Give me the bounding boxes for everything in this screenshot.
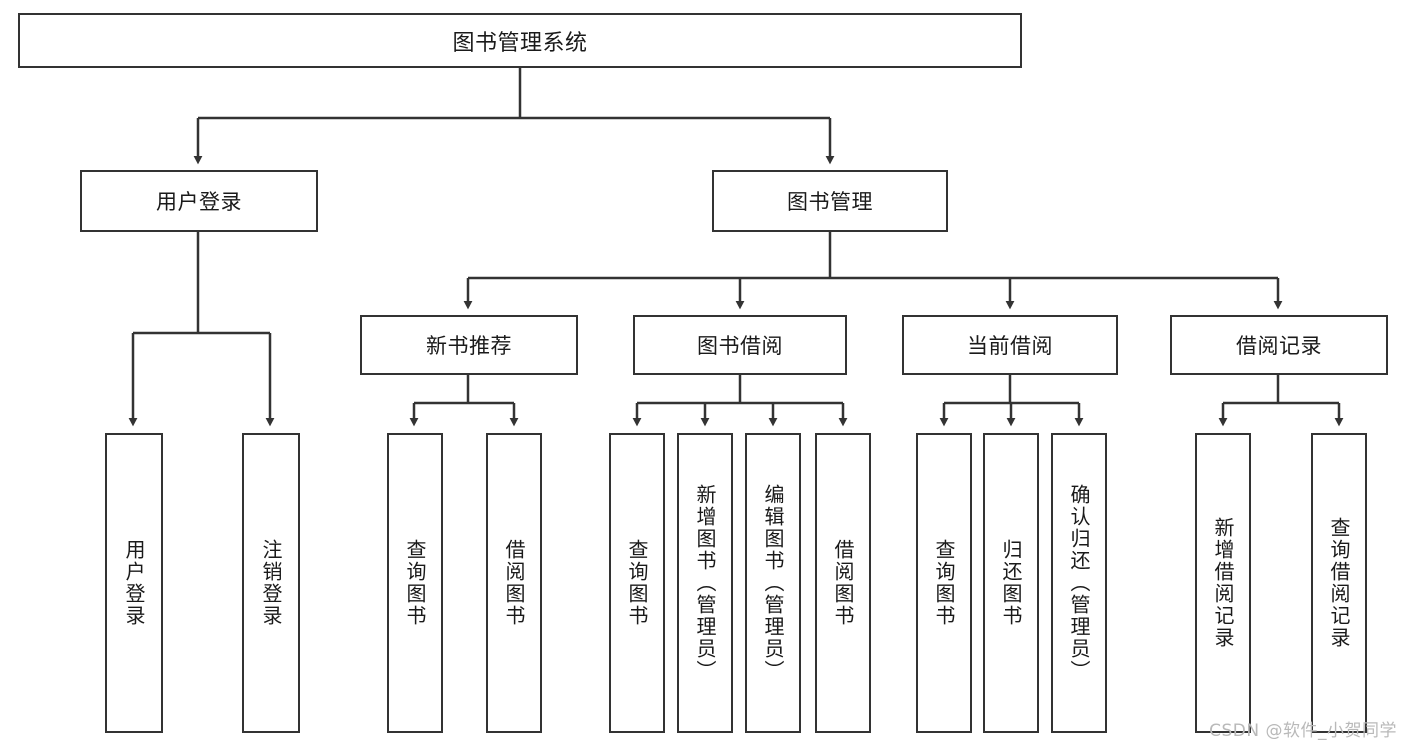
leaf-label: 归还图书 bbox=[999, 539, 1023, 627]
leaf-book-borrow-add[interactable]: 新增图书（管理员） bbox=[677, 433, 733, 733]
leaf-borrow-record-add[interactable]: 新增借阅记录 bbox=[1195, 433, 1251, 733]
leaf-current-borrow-confirm-return[interactable]: 确认归还（管理员） bbox=[1051, 433, 1107, 733]
leaf-label: 新增借阅记录 bbox=[1211, 517, 1235, 649]
node-current-borrow[interactable]: 当前借阅 bbox=[902, 315, 1118, 375]
node-new-book-recommend[interactable]: 新书推荐 bbox=[360, 315, 578, 375]
leaf-label: 查询图书 bbox=[403, 539, 427, 627]
leaf-label: 用户登录 bbox=[122, 539, 146, 627]
node-book-management[interactable]: 图书管理 bbox=[712, 170, 948, 232]
leaf-book-borrow-edit[interactable]: 编辑图书（管理员） bbox=[745, 433, 801, 733]
leaf-label: 新增图书（管理员） bbox=[693, 484, 717, 682]
node-borrow-record[interactable]: 借阅记录 bbox=[1170, 315, 1388, 375]
leaf-label: 编辑图书（管理员） bbox=[761, 484, 785, 682]
leaf-user-login-logout[interactable]: 注销登录 bbox=[242, 433, 300, 733]
leaf-label: 查询借阅记录 bbox=[1327, 517, 1351, 649]
node-user-login[interactable]: 用户登录 bbox=[80, 170, 318, 232]
leaf-current-borrow-query[interactable]: 查询图书 bbox=[916, 433, 972, 733]
leaf-label: 确认归还（管理员） bbox=[1067, 484, 1091, 682]
leaf-user-login-login[interactable]: 用户登录 bbox=[105, 433, 163, 733]
leaf-book-borrow-query[interactable]: 查询图书 bbox=[609, 433, 665, 733]
leaf-borrow-record-query[interactable]: 查询借阅记录 bbox=[1311, 433, 1367, 733]
watermark-text: CSDN @软件_小贺同学 bbox=[1209, 721, 1397, 741]
leaf-label: 借阅图书 bbox=[502, 539, 526, 627]
leaf-label: 查询图书 bbox=[625, 539, 649, 627]
leaf-new-book-query[interactable]: 查询图书 bbox=[387, 433, 443, 733]
leaf-book-borrow-borrow[interactable]: 借阅图书 bbox=[815, 433, 871, 733]
leaf-label: 查询图书 bbox=[932, 539, 956, 627]
node-root-system[interactable]: 图书管理系统 bbox=[18, 13, 1022, 68]
leaf-current-borrow-return[interactable]: 归还图书 bbox=[983, 433, 1039, 733]
leaf-label: 借阅图书 bbox=[831, 539, 855, 627]
node-book-borrow[interactable]: 图书借阅 bbox=[633, 315, 847, 375]
leaf-label: 注销登录 bbox=[259, 539, 283, 627]
leaf-new-book-borrow[interactable]: 借阅图书 bbox=[486, 433, 542, 733]
